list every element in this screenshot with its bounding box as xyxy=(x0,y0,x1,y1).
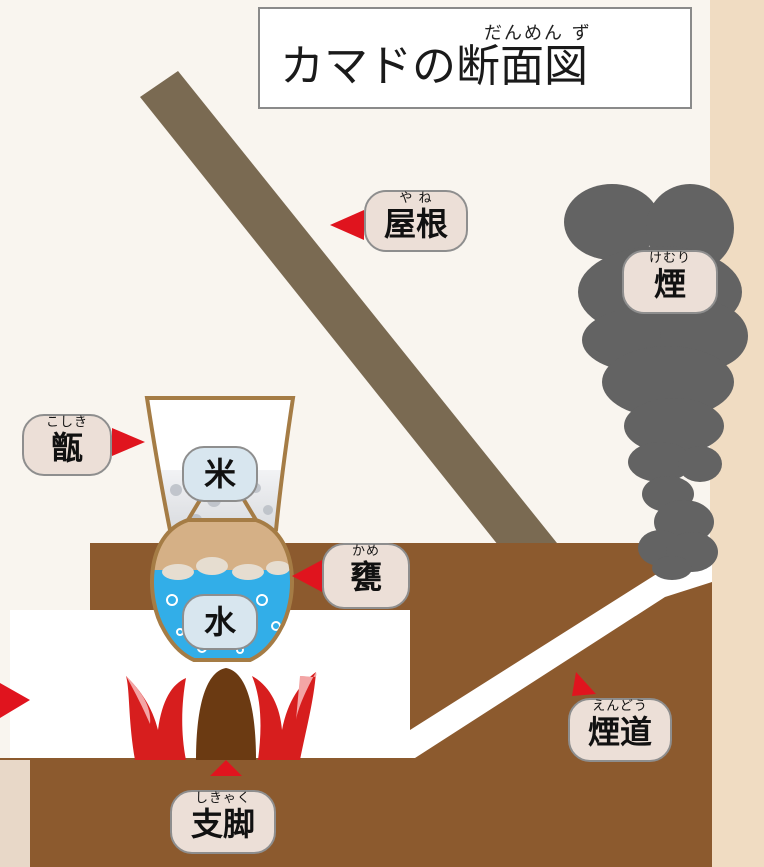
label-jar-ruby: かめ xyxy=(351,544,380,559)
arrow-steamer xyxy=(112,428,145,456)
label-support-text: 支脚 xyxy=(190,805,255,843)
arrow-flue xyxy=(572,672,596,696)
label-steamer: こしき 甑 xyxy=(22,414,112,476)
base-edge xyxy=(0,760,30,867)
arrow-entrance xyxy=(0,683,30,718)
label-flue-ruby: えんどう xyxy=(592,699,648,714)
label-flue-text: 煙道 xyxy=(587,713,652,751)
arrow-support xyxy=(210,760,242,776)
label-support-ruby: しきゃく xyxy=(194,791,251,806)
kamado-base xyxy=(0,758,712,867)
label-steamer-ruby: こしき xyxy=(45,415,88,430)
fire xyxy=(126,672,317,760)
fire-chamber xyxy=(10,560,712,758)
title-ruby: だんめん ず xyxy=(484,23,592,44)
title-box: だんめん ず カマドの断面図 xyxy=(258,7,692,109)
page-title: カマドの断面図 xyxy=(280,41,588,92)
label-smoke-text: 煙 xyxy=(653,265,686,303)
label-support: しきゃく 支脚 xyxy=(170,790,276,854)
label-roof-text: 屋根 xyxy=(383,205,448,243)
label-rice-text: 米 xyxy=(203,455,236,493)
arrow-jar xyxy=(292,560,322,592)
label-water-text: 水 xyxy=(203,603,236,641)
roof-beam xyxy=(140,71,565,580)
support-leg xyxy=(196,668,256,760)
label-roof-ruby: や ね xyxy=(399,191,433,206)
label-rice: 米 xyxy=(182,446,258,502)
label-smoke: けむり 煙 xyxy=(622,250,718,314)
arrow-roof xyxy=(330,210,364,240)
label-roof: や ね 屋根 xyxy=(364,190,468,252)
label-smoke-ruby: けむり xyxy=(648,251,691,266)
label-flue: えんどう 煙道 xyxy=(568,698,672,762)
label-steamer-text: 甑 xyxy=(50,429,83,467)
label-water: 水 xyxy=(182,594,258,650)
arrows xyxy=(0,210,596,776)
label-jar-text: 甕 xyxy=(349,558,382,596)
label-jar: かめ 甕 xyxy=(322,543,410,609)
